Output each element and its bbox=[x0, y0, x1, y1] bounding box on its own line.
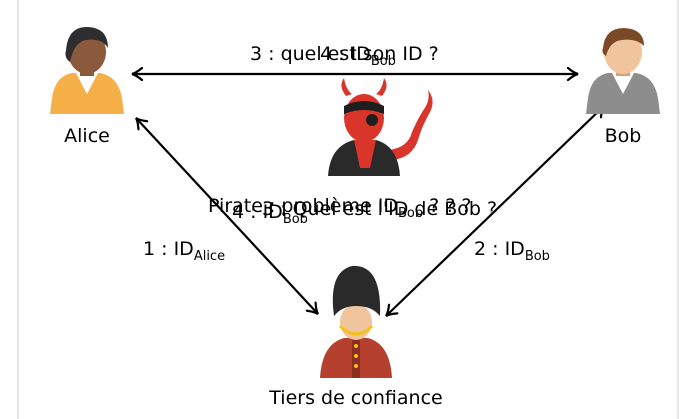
edge-label-alice-id: 1 : IDAlice bbox=[143, 238, 225, 264]
arrow-bob-trusted bbox=[386, 106, 604, 316]
edge-label-bob-id: 2 : IDBob bbox=[474, 238, 550, 264]
arrow-alice-trusted bbox=[136, 118, 318, 314]
overlap-question-label: 3 : Quel est l'ID de Bob ? bbox=[262, 198, 497, 220]
edge-label-answer: 4 : IDBob bbox=[320, 43, 396, 69]
edge-label-question: 3 : quel est son ID ? bbox=[250, 43, 439, 65]
overlap-answer-label: 4 : IDBob bbox=[232, 201, 308, 227]
trusted-third-party-avatar bbox=[320, 265, 392, 378]
overlap-pirate-label: Pirate : problème IDBob ? ? ? bbox=[208, 195, 471, 221]
bob-label: Bob bbox=[605, 125, 642, 147]
bob-avatar bbox=[586, 28, 660, 114]
alice-avatar bbox=[50, 26, 124, 114]
alice-label: Alice bbox=[64, 125, 110, 147]
pirate-avatar bbox=[328, 78, 433, 176]
trusted-third-party-label: Tiers de confiance bbox=[268, 387, 442, 409]
